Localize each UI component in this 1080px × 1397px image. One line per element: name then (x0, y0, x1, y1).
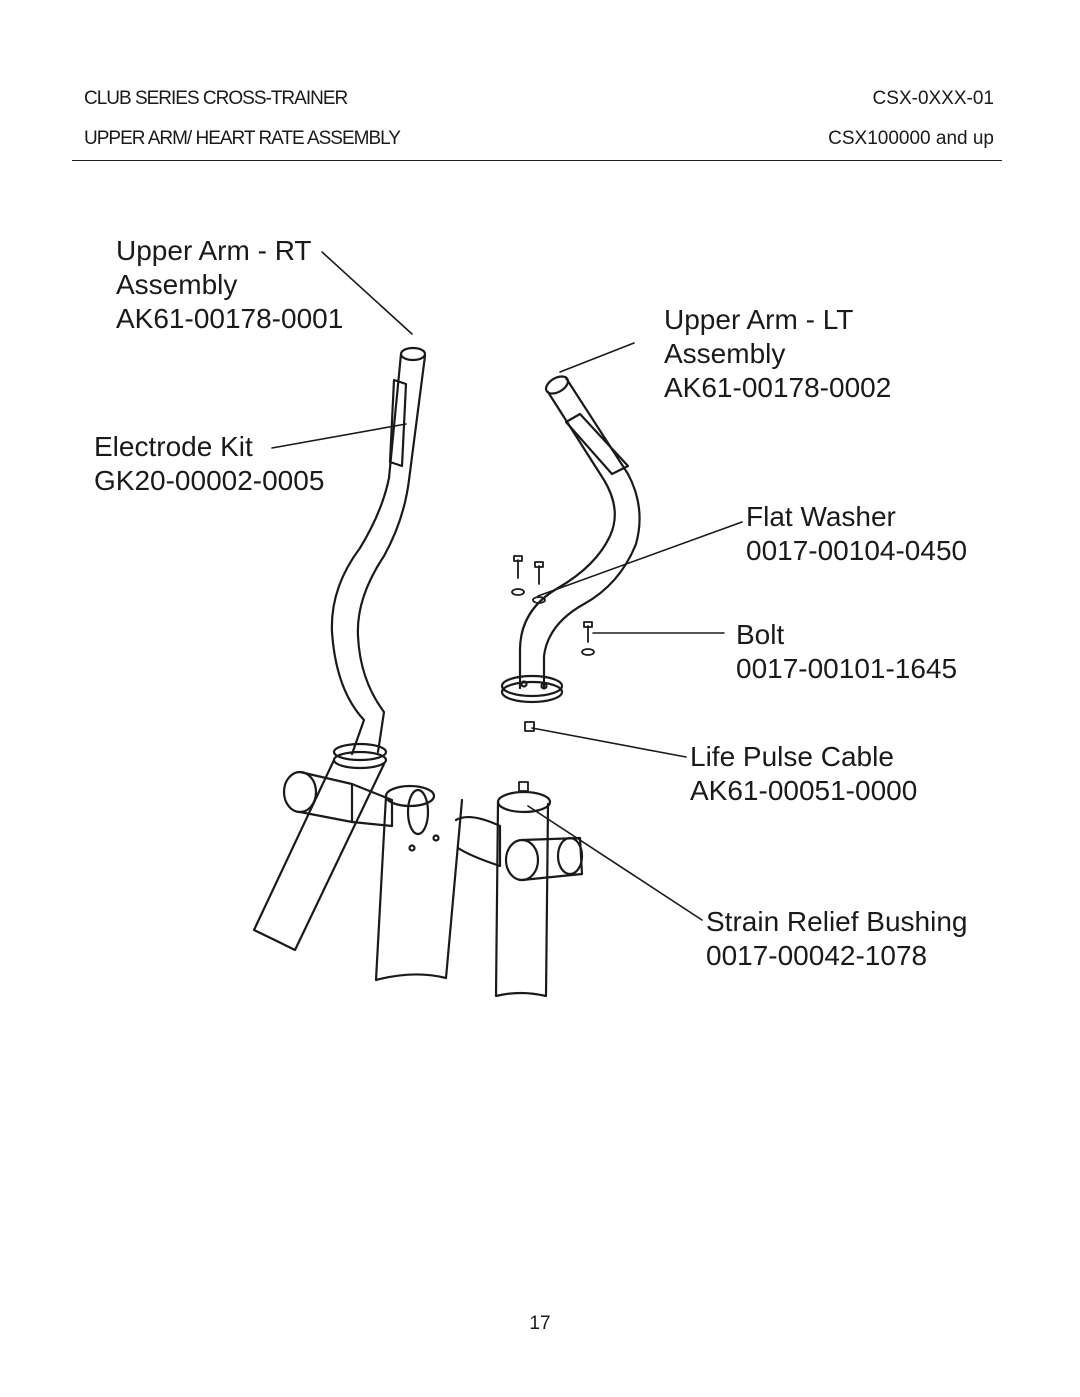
upper-arm-rt-tube (252, 346, 427, 952)
label-strain-relief-bushing: Strain Relief Bushing 0017-00042-1078 (706, 905, 967, 973)
bolt-name: Bolt (736, 619, 785, 650)
strain-relief-bushing-name: Strain Relief Bushing (706, 906, 968, 937)
electrode-grip-lt (564, 412, 630, 476)
label-upper-arm-rt: Upper Arm - RT Assembly AK61-00178-0001 (116, 234, 343, 336)
serial-range: CSX100000 and up (828, 128, 994, 149)
upper-arm-lt-name: Upper Arm - LT (664, 304, 854, 335)
flat-washer-part-number: 0017-00104-0450 (746, 535, 968, 566)
leader-upper-arm-lt (559, 342, 635, 373)
leader-strain-relief-bushing (527, 805, 703, 921)
life-pulse-cable-name: Life Pulse Cable (690, 741, 894, 772)
header-divider (72, 160, 1002, 161)
upper-arm-lt-part-number: AK61-00178-0002 (664, 372, 892, 403)
electrode-grip-rt (388, 378, 408, 468)
cable-connector (524, 721, 535, 732)
label-upper-arm-lt: Upper Arm - LT Assembly AK61-00178-0002 (664, 303, 891, 405)
life-pulse-cable-part-number: AK61-00051-0000 (690, 775, 918, 806)
leader-lines (271, 251, 743, 921)
upper-arm-lt-assembly: Assembly (664, 338, 786, 369)
label-life-pulse-cable: Life Pulse Cable AK61-00051-0000 (690, 740, 917, 808)
leader-upper-arm-rt (321, 251, 413, 335)
mount-plate (500, 680, 564, 704)
label-bolt: Bolt 0017-00101-1645 (736, 618, 957, 686)
page-number: 17 (529, 1313, 551, 1334)
electrode-kit-name: Electrode Kit (94, 431, 253, 462)
leader-electrode-kit (271, 423, 407, 449)
bolts-and-washers (511, 555, 595, 792)
bushing-cap (518, 781, 529, 792)
upper-arm-rt-assembly: Assembly (116, 269, 238, 300)
flat-washer-name: Flat Washer (746, 501, 896, 532)
upper-arm-rt-name: Upper Arm - RT (116, 235, 312, 266)
electrode-kit-part-number: GK20-00002-0005 (94, 465, 325, 496)
series-title: CLUB SERIES CROSS-TRAINER (84, 88, 348, 109)
leader-life-pulse-cable (531, 727, 687, 758)
strain-relief-bushing-part-number: 0017-00042-1078 (706, 940, 928, 971)
doc-code: CSX-0XXX-01 (872, 88, 994, 109)
upper-arm-rt-part-number: AK61-00178-0001 (116, 303, 344, 334)
assembly-title: UPPER ARM/ HEART RATE ASSEMBLY (84, 128, 401, 149)
label-electrode-kit: Electrode Kit GK20-00002-0005 (94, 430, 324, 498)
leader-flat-washer (537, 521, 743, 597)
bolt-part-number: 0017-00101-1645 (736, 653, 958, 684)
lower-frame (282, 770, 584, 998)
label-flat-washer: Flat Washer 0017-00104-0450 (746, 500, 967, 568)
upper-arm-lt-tube (500, 375, 641, 704)
